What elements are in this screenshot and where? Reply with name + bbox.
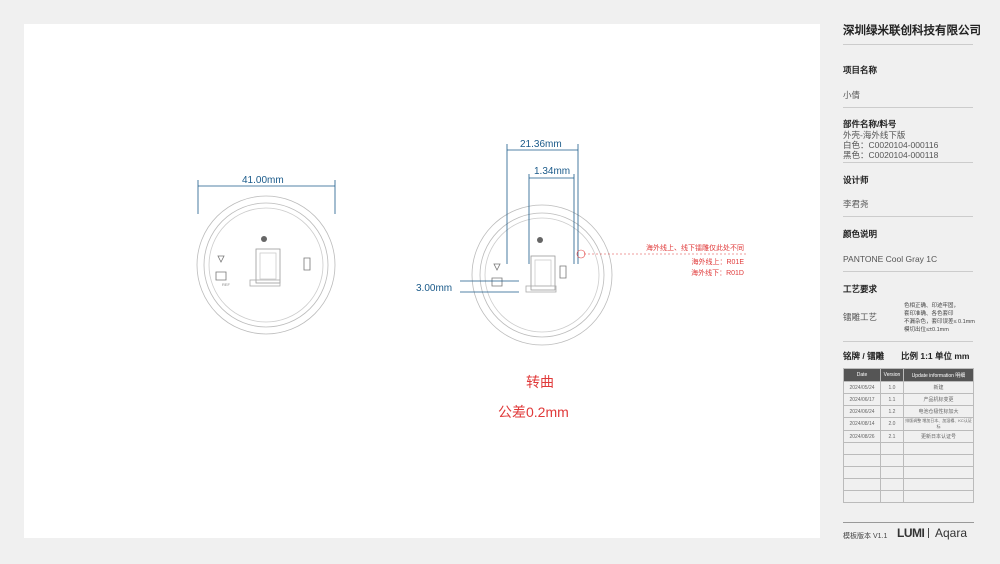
divider xyxy=(843,44,973,45)
technical-drawing: REF xyxy=(196,144,746,346)
template-version: 模板版本 V1.1 xyxy=(843,533,888,540)
divider xyxy=(843,162,973,163)
cell-date: 2024/05/24 xyxy=(843,381,881,394)
cell-date: 2024/06/17 xyxy=(843,393,881,406)
company-name: 深圳绿米联创科技有限公司 xyxy=(843,25,981,37)
note-leader xyxy=(576,249,746,259)
craft-line: 不漏杂色，套印误差≤ 0.1mm xyxy=(904,319,975,325)
header-date: Date xyxy=(843,368,881,382)
brand-separator xyxy=(928,528,929,538)
cell-update: 电池仓极性标加大 xyxy=(903,405,974,418)
part-value-3: 黑色：C0020104-000118 xyxy=(843,150,939,160)
cell-version: 1.1 xyxy=(880,393,904,406)
svg-text:REF: REF xyxy=(222,282,231,287)
header-update: Update information 明细 xyxy=(903,368,974,382)
left-view: REF xyxy=(196,195,336,335)
craft-line: 模切出位≤±0.1mm xyxy=(904,327,949,333)
title-block: 深圳绿米联创科技有限公司 项目名称 小倩 部件名称/料号 外壳-海外线下版 白色… xyxy=(843,0,1000,564)
project-value: 小倩 xyxy=(843,90,861,100)
footer-divider xyxy=(843,522,974,523)
craft-line: 套印准确、各色套印 xyxy=(904,311,954,317)
right-view xyxy=(471,204,613,346)
transfer-label: 转曲 xyxy=(526,374,554,390)
divider xyxy=(843,216,973,217)
cell-update: 更新日本认证号 xyxy=(903,430,974,443)
dimension-1-34mm: 1.34mm xyxy=(534,166,571,177)
craft-line: 色相正确、印迹牢固， xyxy=(904,303,960,309)
cell-update: 新建 xyxy=(903,381,974,394)
dimension-3mm: 3.00mm xyxy=(416,283,453,294)
divider xyxy=(843,107,973,108)
left-dimension-line xyxy=(197,180,336,214)
note-line-2: 海外线上：R01E xyxy=(691,259,744,266)
cell-date: 2024/06/24 xyxy=(843,405,881,418)
cell-update: 排版调整 增加日本、加湿榻、KC认证标 xyxy=(903,417,974,431)
craft-requirements: 色相正确、印迹牢固， 套印准确、各色套印 不漏杂色，套印误差≤ 0.1mm 模切… xyxy=(904,302,975,334)
cell-version: 2.0 xyxy=(880,417,904,431)
cell-date: 2024/08/14 xyxy=(843,417,881,431)
table-row-empty xyxy=(843,478,974,491)
dimension-41mm: 41.00mm xyxy=(242,175,284,186)
cell-version: 1.2 xyxy=(880,405,904,418)
cell-version: 2.1 xyxy=(880,430,904,443)
table-row-empty xyxy=(843,466,974,479)
drawing-canvas: REF xyxy=(24,24,820,538)
divider xyxy=(843,271,973,272)
table-header-row: Date Version Update information 明细 xyxy=(843,368,974,382)
part-value-1: 外壳-海外线下版 xyxy=(843,130,906,140)
craft-name: 镭雕工艺 xyxy=(843,312,878,322)
header-version: Version xyxy=(880,368,904,382)
color-value: PANTONE Cool Gray 1C xyxy=(843,254,938,264)
right-dimension-lines xyxy=(460,144,579,293)
cell-update: 产品机标变更 xyxy=(903,393,974,406)
tolerance-label: 公差0.2mm xyxy=(498,404,569,420)
part-value-2: 白色：C0020104-000116 xyxy=(843,140,939,150)
color-label: 颜色说明 xyxy=(843,229,878,239)
cell-version: 1.0 xyxy=(880,381,904,394)
nameplate-label: 铭牌 / 镭雕 xyxy=(843,351,885,361)
table-row-empty xyxy=(843,454,974,467)
divider xyxy=(843,341,973,342)
scale-label: 比例 1:1 单位 mm xyxy=(901,351,970,361)
process-label: 工艺要求 xyxy=(843,284,878,294)
part-label: 部件名称/料号 xyxy=(843,119,897,129)
note-line-1: 海外线上、线下镭雕仅此处不同 xyxy=(646,245,744,252)
designer-value: 李君尧 xyxy=(843,199,869,209)
note-line-3: 海外线下：R01D xyxy=(691,270,744,277)
project-label: 项目名称 xyxy=(843,65,878,75)
dimension-21mm: 21.36mm xyxy=(520,139,562,150)
cell-date: 2024/08/26 xyxy=(843,430,881,443)
designer-label: 设计师 xyxy=(843,175,869,185)
aqara-logo: Aqara xyxy=(935,526,968,540)
revision-history-table: Date Version Update information 明细 2024/… xyxy=(843,368,974,503)
table-row-empty xyxy=(843,442,974,455)
lumi-logo: LUMI xyxy=(897,526,925,540)
table-row-empty xyxy=(843,490,974,503)
